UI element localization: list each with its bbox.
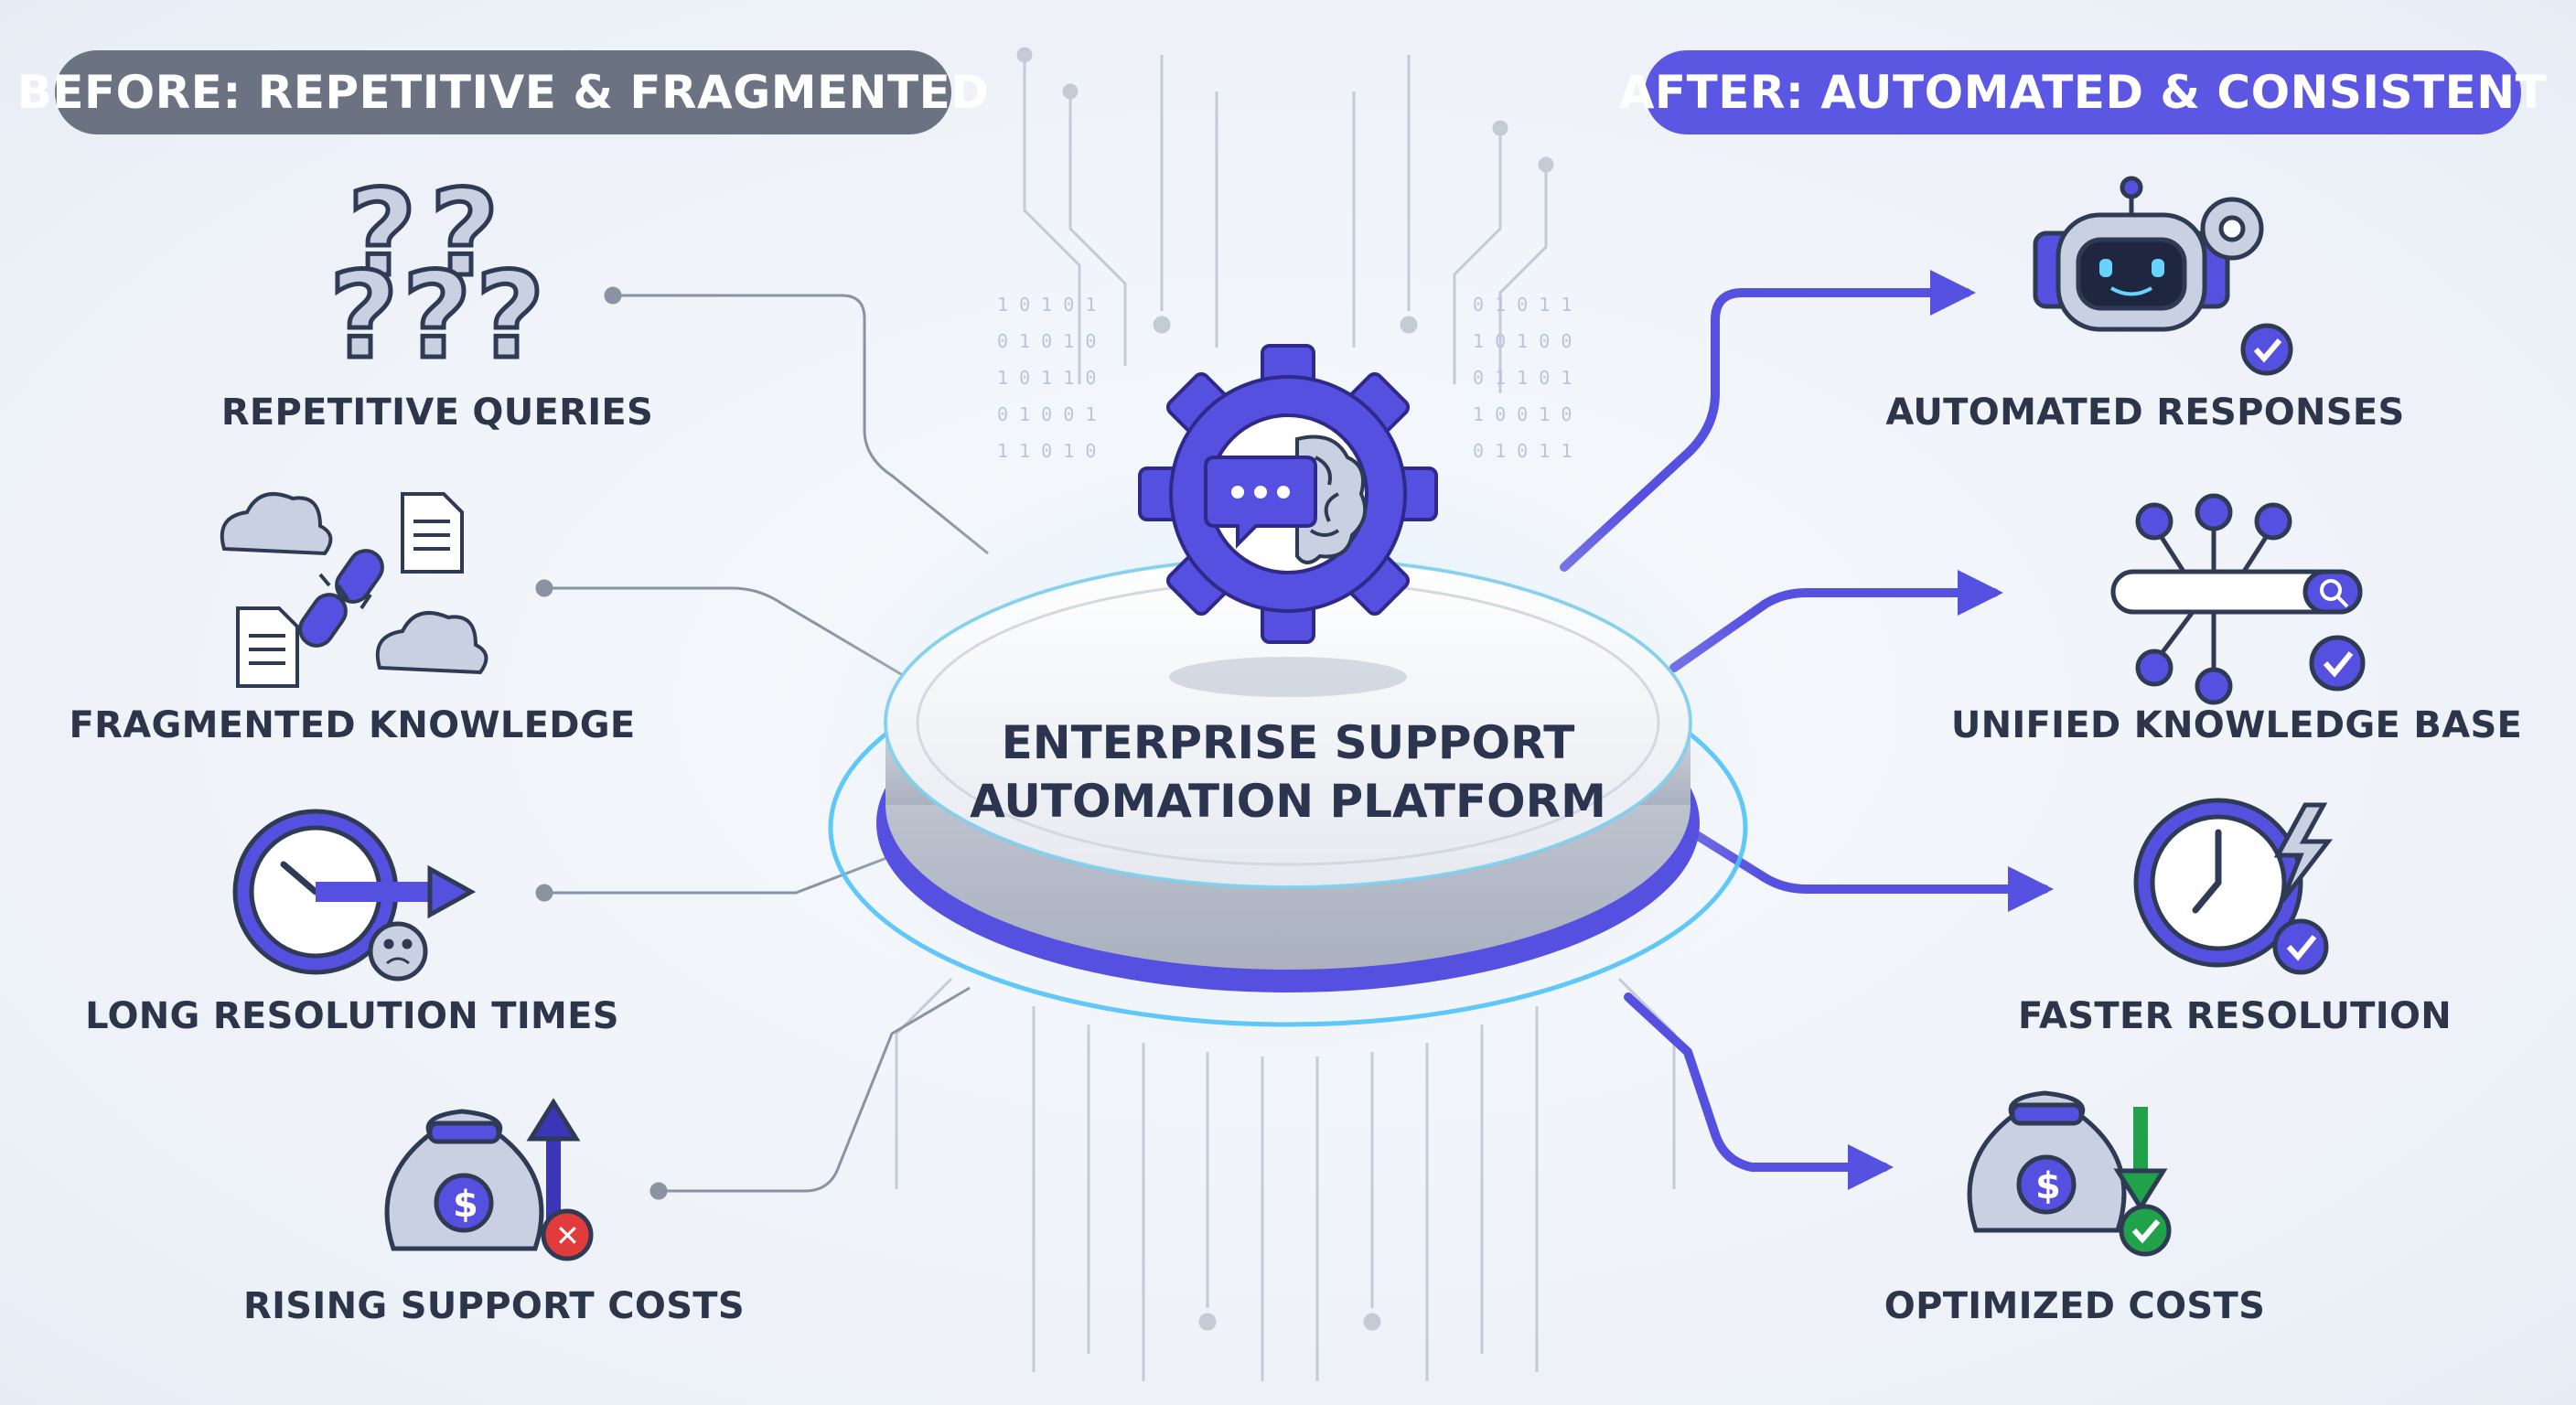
svg-text:0 1 0 0 1: 0 1 0 0 1	[997, 403, 1096, 425]
before-connectors	[535, 286, 989, 1200]
platform-title-line1: ENTERPRISE SUPPORT	[1001, 716, 1575, 769]
after-label-faster-resolution: FASTER RESOLUTION	[2017, 995, 2453, 1037]
svg-text:1 0 1 1 0: 1 0 1 1 0	[997, 367, 1096, 389]
before-header-pill: BEFORE: REPETITIVE & FRAGMENTED	[17, 50, 989, 134]
platform-title: ENTERPRISE SUPPORT AUTOMATION PLATFORM	[968, 713, 1608, 831]
robot-icon	[2033, 176, 2293, 376]
after-label-optimized-costs: OPTIMIZED COSTS	[1884, 1285, 2266, 1327]
before-label-repetitive-queries: REPETITIVE QUERIES	[220, 391, 654, 434]
svg-text:$: $	[2035, 1165, 2061, 1207]
before-header-label: BEFORE: REPETITIVE & FRAGMENTED	[16, 66, 990, 119]
platform-disc	[828, 556, 1748, 1027]
fast-clock-icon	[2133, 798, 2334, 975]
after-label-unified-knowledge-base: UNIFIED KNOWLEDGE BASE	[1950, 704, 2523, 746]
broken-link-icon	[220, 492, 488, 688]
question-marks-icon: ? ? ? ? ?	[327, 162, 547, 388]
svg-text:✕: ✕	[555, 1218, 580, 1253]
before-label-rising-support-costs: RISING SUPPORT COSTS	[242, 1285, 746, 1327]
svg-text:0 1 0 1 1: 0 1 0 1 1	[1473, 294, 1572, 316]
svg-text:$: $	[453, 1184, 478, 1226]
platform-title-line2: AUTOMATION PLATFORM	[970, 775, 1606, 828]
money-bag-up-icon: $ ✕	[384, 1098, 594, 1261]
svg-text:?: ?	[476, 246, 544, 385]
svg-text:?: ?	[430, 164, 499, 303]
after-label-automated-responses: AUTOMATED RESPONSES	[1885, 391, 2405, 434]
circuit-traces-top	[1016, 47, 1554, 393]
after-header-pill: AFTER: AUTOMATED & CONSISTENT	[1619, 50, 2547, 134]
svg-text:1 0 1 0 1: 1 0 1 0 1	[997, 294, 1096, 316]
svg-text:?: ?	[348, 164, 416, 303]
money-bag-down-icon: $	[1967, 1090, 2172, 1257]
before-label-long-resolution-times: LONG RESOLUTION TIMES	[85, 995, 619, 1037]
circuit-traces-bottom	[895, 977, 1676, 1381]
svg-text:?: ?	[402, 246, 471, 385]
after-connectors	[1560, 270, 2054, 1190]
svg-text:1 0 1 0 0: 1 0 1 0 0	[1473, 330, 1572, 352]
svg-text:0 1 1 0 1: 0 1 1 0 1	[1473, 367, 1572, 389]
slow-clock-icon	[232, 809, 477, 981]
svg-text:?: ?	[329, 246, 398, 385]
svg-text:1 0 0 1 0: 1 0 0 1 0	[1473, 403, 1572, 425]
search-network-icon	[2110, 493, 2366, 705]
svg-text:0 1 0 1 0: 0 1 0 1 0	[997, 330, 1096, 352]
after-header-label: AFTER: AUTOMATED & CONSISTENT	[1618, 66, 2548, 119]
binary-decoration: 1 0 1 0 1 0 1 0 1 0 1 0 1 1 0 0 1 0 0 1 …	[997, 294, 1572, 462]
before-label-fragmented-knowledge: FRAGMENTED KNOWLEDGE	[69, 704, 636, 746]
gear-brain-icon	[1138, 344, 1438, 697]
